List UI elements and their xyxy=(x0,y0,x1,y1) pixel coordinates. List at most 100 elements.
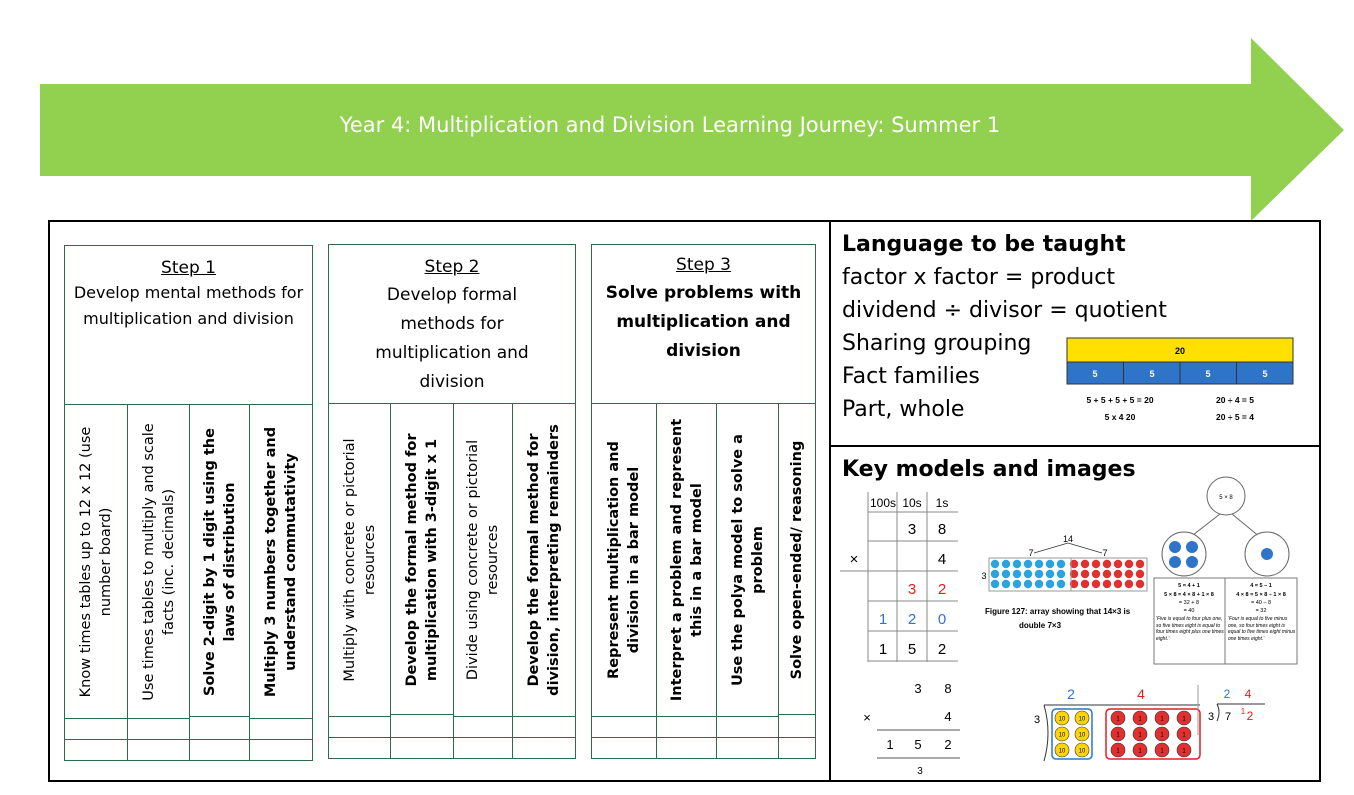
array-dot xyxy=(1023,569,1033,579)
array-dot xyxy=(1045,559,1055,569)
ones-counter-label: 1 xyxy=(1182,717,1186,723)
vertical-divider xyxy=(829,220,831,782)
ones-counter xyxy=(1154,726,1170,742)
language-heading: Language to be taught xyxy=(842,232,1126,257)
step-2-cell xyxy=(453,737,513,759)
array-dot xyxy=(990,569,1000,579)
bar-equation: 20 ÷ 4 = 5 xyxy=(1216,395,1254,405)
step-2-col-4-text: Develop the formal method for division, … xyxy=(526,424,562,696)
array-dot xyxy=(1080,569,1090,579)
array-dot xyxy=(1080,559,1090,569)
tens-counter xyxy=(1074,726,1090,742)
array-dot xyxy=(1069,579,1079,589)
ones-counter xyxy=(1132,742,1148,758)
array-caption: Figure 127: array showing that 14×3 is xyxy=(985,607,1131,616)
array-dot xyxy=(1113,569,1123,579)
pw-left-calc: 5 × 8 = 4 × 8 + 1 × 8 xyxy=(1164,592,1214,598)
pv-digit: 3 xyxy=(908,581,916,598)
array-dot xyxy=(1001,569,1011,579)
bar-model: 20 5 5 5 5 5 + 5 + 5 + 5 = 20 5 x 4 20 2… xyxy=(1066,337,1294,422)
step-3-cell xyxy=(591,716,657,738)
array-dot xyxy=(1069,569,1079,579)
pw-top: 5 × 8 xyxy=(1219,495,1233,501)
array-rows: 3 xyxy=(981,571,986,581)
array-dot xyxy=(1056,559,1066,569)
array-right: 7 xyxy=(1102,548,1107,558)
language-line: dividend ÷ divisor = quotient xyxy=(842,298,1167,323)
pw-right-note: 'Four is equal to five minus one, so fou… xyxy=(1228,616,1296,642)
step-2-header: Step 2 Develop formal methods for multip… xyxy=(328,244,576,404)
bar-part-label: 5 xyxy=(1262,369,1267,379)
step-1-col-3-text: Solve 2-digit by 1 digit using the laws … xyxy=(201,427,238,696)
step-3-cell xyxy=(716,737,779,759)
step-1-col-1-text: Know times tables up to 12 x 12 (use num… xyxy=(78,426,114,697)
array-dot xyxy=(1001,559,1011,569)
step-3-col-4: Solve open-ended/ reasoning xyxy=(778,403,816,717)
step-1-cell xyxy=(189,716,250,740)
step-1-cell xyxy=(249,718,313,740)
pw-left-calc: = 32 + 8 xyxy=(1179,600,1199,606)
pv-header: 100s xyxy=(870,496,896,510)
pw-right-calc: 4 × 8 = 5 × 8 – 1 × 8 xyxy=(1236,592,1286,598)
array-dot xyxy=(1091,569,1101,579)
place-value-grid: 100s 10s 1s 3 8 × 4 3 2 1 2 0 1 5 2 xyxy=(840,492,958,662)
pv-digit: 1 xyxy=(879,641,887,658)
step-2-cell xyxy=(512,737,576,759)
ones-counter-label: 1 xyxy=(1116,733,1120,739)
array-dot xyxy=(1091,579,1101,589)
bar-part-label: 5 xyxy=(1149,369,1154,379)
step-2-cell xyxy=(328,737,391,759)
step-1-description: Develop mental methods for multiplicatio… xyxy=(73,283,304,328)
step-1-cell xyxy=(189,739,250,761)
tens-counter-label: 10 xyxy=(1059,733,1066,739)
step-2-cell xyxy=(390,737,454,759)
pw-right-calc: = 40 – 8 xyxy=(1251,600,1271,606)
step-2-col-2: Develop the formal method for multiplica… xyxy=(390,403,454,717)
array-dot xyxy=(990,559,1000,569)
ones-counter xyxy=(1176,742,1192,758)
step-2-cell xyxy=(328,716,391,738)
step-3-col-2: Interpret a problem and represent this i… xyxy=(656,403,717,717)
col-times: × xyxy=(863,710,871,725)
ones-counter xyxy=(1110,742,1126,758)
step-1-col-4-text: Multiply 3 numbers together and understa… xyxy=(263,426,299,697)
step-1-col-2: Use times tables to multiply and scale f… xyxy=(127,404,190,719)
language-line: Part, whole xyxy=(842,397,965,422)
step-1-cell xyxy=(64,718,128,740)
ones-counter-label: 1 xyxy=(1160,717,1164,723)
bar-whole-label: 20 xyxy=(1175,346,1185,356)
step-1-col-1: Know times tables up to 12 x 12 (use num… xyxy=(64,404,128,719)
step-3-cell xyxy=(656,716,717,738)
ones-counter-label: 1 xyxy=(1160,733,1164,739)
step-2-cell xyxy=(390,714,454,738)
array-dot xyxy=(1069,559,1079,569)
col-digit: 4 xyxy=(944,709,951,724)
step-2-cell xyxy=(453,716,513,738)
array-left: 7 xyxy=(1028,548,1033,558)
array-dot xyxy=(1034,579,1044,589)
step-1-header: Step 1 Develop mental methods for multip… xyxy=(64,245,313,405)
language-line: factor x factor = product xyxy=(842,265,1115,290)
ones-counter-label: 1 xyxy=(1138,717,1142,723)
col-digit: 3 xyxy=(914,681,921,696)
ones-counter-label: 1 xyxy=(1138,733,1142,739)
step-2-description: Develop formal methods for multiplicatio… xyxy=(375,285,529,392)
array-dot xyxy=(1023,579,1033,589)
step-1-cell xyxy=(127,739,190,761)
pv-digit: 2 xyxy=(938,641,946,658)
array-dot xyxy=(1080,579,1090,589)
array-dot xyxy=(1012,579,1022,589)
step-3-col-1: Represent multiplication and division in… xyxy=(591,403,657,717)
sd-divisor: 3 xyxy=(1208,711,1214,723)
step-2-col-4: Develop the formal method for division, … xyxy=(512,403,576,717)
bar-equation: 5 x 4 20 xyxy=(1105,412,1136,422)
pw-right-calc: = 32 xyxy=(1256,608,1267,614)
banner-title: Year 4: Multiplication and Division Lear… xyxy=(339,113,1001,137)
step-3-cell xyxy=(716,716,779,738)
pv-times: × xyxy=(850,551,859,568)
ones-counter xyxy=(1176,726,1192,742)
col-digit: 1 xyxy=(886,737,893,752)
array-dot xyxy=(1135,559,1145,569)
part-whole-diagram: 5 × 8 5 = 4 + 1 5 × 8 = 4 × 8 + 1 × 8 = … xyxy=(1153,476,1298,665)
step-1-cell xyxy=(127,718,190,740)
